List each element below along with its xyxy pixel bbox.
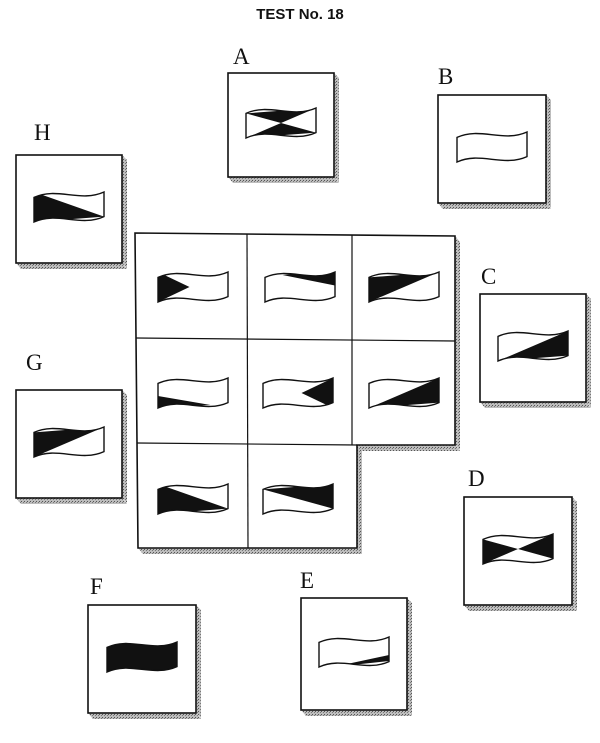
flag-shading	[34, 427, 104, 457]
matrix-side-shadow	[455, 236, 460, 450]
option-card-e[interactable]	[300, 597, 412, 716]
flag-border	[157, 482, 229, 516]
option-card-g[interactable]	[15, 389, 127, 504]
flag-shading	[158, 272, 190, 302]
matrix-step-shadow	[357, 445, 460, 451]
flag-outline	[158, 272, 228, 302]
matrix-grid-line	[136, 442, 358, 446]
flag-shading	[34, 192, 104, 222]
option-card-c[interactable]	[479, 293, 591, 408]
option-card-a[interactable]	[227, 72, 339, 183]
matrix-cell-r2c2	[262, 376, 334, 410]
flag-border	[33, 425, 105, 459]
card-side-shadow	[122, 155, 127, 268]
option-label-h: H	[34, 120, 51, 145]
card-bottom-shadow	[464, 605, 577, 611]
matrix-cell-r1c2	[264, 270, 336, 304]
flag-shading	[369, 378, 439, 408]
flag-border	[157, 270, 229, 304]
flag-outline	[263, 378, 333, 408]
flag-border	[497, 329, 569, 363]
flag-border	[262, 376, 334, 410]
card-bottom-shadow	[480, 402, 591, 408]
matrix-cell-r3c1	[157, 482, 229, 516]
flag-border	[262, 482, 334, 516]
flag-shading	[107, 642, 177, 672]
card-side-shadow	[196, 605, 201, 718]
card-bottom-shadow	[16, 498, 127, 504]
card-side-shadow	[334, 73, 339, 182]
matrix-cell-r2c3	[368, 376, 440, 410]
option-label-c: C	[481, 264, 497, 289]
card-side-shadow	[546, 95, 551, 208]
option-label-g: G	[26, 350, 43, 375]
option-label-e: E	[300, 568, 315, 593]
matrix-step-side-shadow	[357, 445, 362, 554]
matrix-cell-r1c1	[157, 270, 229, 304]
card-side-shadow	[586, 294, 591, 407]
flag-shading	[158, 484, 228, 514]
option-label-f: F	[90, 574, 103, 599]
flag-shading	[483, 534, 553, 564]
flag-border	[482, 532, 554, 566]
flag-border	[318, 635, 390, 669]
test-title: TEST No. 18	[256, 6, 344, 23]
card-bottom-shadow	[88, 713, 201, 719]
option-card-f[interactable]	[87, 604, 201, 719]
card-bottom-shadow	[228, 177, 339, 183]
card-bottom-shadow	[16, 263, 127, 269]
flag-shading	[263, 484, 333, 509]
flag-border	[33, 190, 105, 224]
matrix-cell-r1c3	[368, 270, 440, 304]
card-bottom-shadow	[438, 203, 551, 209]
flag-border	[368, 376, 440, 410]
matrix-grid-line	[246, 233, 249, 549]
flag-border	[368, 270, 440, 304]
option-label-d: D	[468, 466, 485, 491]
flag-border	[264, 270, 336, 304]
matrix-grid-line	[135, 337, 456, 342]
card-side-shadow	[122, 390, 127, 503]
matrix-bottom-shadow	[138, 548, 362, 554]
option-label-a: A	[233, 44, 250, 69]
flag-border	[245, 106, 317, 140]
flag-border	[456, 130, 528, 164]
flag-border	[106, 640, 178, 674]
flag-shading	[498, 331, 568, 361]
flag-shading	[369, 272, 439, 302]
option-card-b[interactable]	[437, 94, 551, 209]
flag-outline	[457, 132, 527, 162]
option-card-h[interactable]	[15, 154, 127, 269]
card-bottom-shadow	[301, 710, 412, 716]
flag-border	[157, 376, 229, 410]
option-label-b: B	[438, 64, 454, 89]
matrix-cell-r3c2	[262, 482, 334, 516]
card-side-shadow	[407, 598, 412, 715]
option-card-d[interactable]	[463, 496, 577, 611]
flag-shading	[301, 378, 333, 408]
matrix-cell-r2c1	[157, 376, 229, 410]
card-side-shadow	[572, 497, 577, 610]
